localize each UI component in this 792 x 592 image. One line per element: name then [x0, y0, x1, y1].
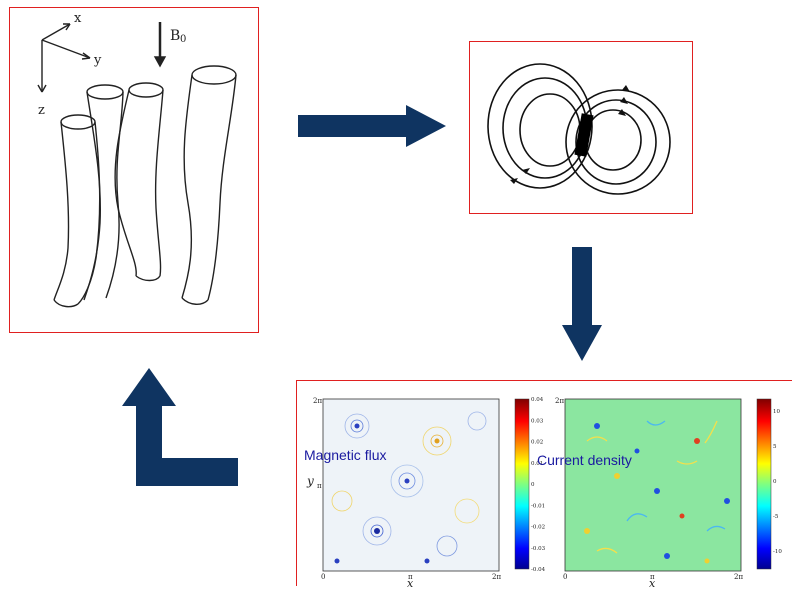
x-axis-line	[41, 23, 71, 41]
magnetic-flux-title: Magnetic flux	[304, 447, 387, 463]
flux-x-axis-label: x	[407, 577, 414, 587]
right-arrow	[298, 105, 446, 147]
colorbar-tick-label: 0.02	[531, 440, 543, 446]
colorbar-tick-label: -0.01	[531, 503, 545, 509]
current-sheet	[574, 113, 594, 157]
colorbar-tick-label: 0.03	[531, 418, 544, 424]
down-arrow	[562, 247, 602, 361]
current-x-mid-label: π	[650, 573, 655, 581]
flux-tubes-drawing: x y z B 0	[37, 11, 237, 308]
colorbar-tick-label: 0	[531, 482, 535, 488]
flux-x-mid-label: π	[408, 573, 413, 581]
colorbar-tick-label: 5	[773, 444, 777, 450]
current-density-title: Current density	[537, 452, 632, 468]
simulation-plots: 2π π y 0 π 2π x 0.04 0.03 0.02 0.01 0 -0.01 -0…	[306, 397, 782, 590]
flux-y-axis-label: y	[306, 474, 314, 488]
field-loops-panel	[469, 41, 693, 214]
y-axis-line	[41, 39, 91, 59]
b0-arrow-head	[153, 56, 167, 68]
current-x-end-label: 2π	[734, 573, 743, 581]
colorbar-tick-label: 0.04	[531, 397, 544, 403]
flux-x-start-label: 0	[321, 573, 325, 581]
current-density-plot-area	[564, 398, 742, 572]
current-x-start-label: 0	[563, 573, 567, 581]
current-density-features	[586, 420, 726, 554]
colorbar-tick-label: -0.04	[531, 567, 546, 573]
field-loops-drawing	[487, 63, 671, 195]
current-colorbar-ticks: 10 5 0 -5 -10	[773, 409, 782, 555]
y-axis-label: y	[93, 53, 102, 68]
colorbar-tick-label: 10	[773, 409, 780, 415]
flux-y-mid-label: π	[317, 482, 322, 490]
colorbar-tick-label: -10	[773, 549, 782, 555]
colorbar-tick-label: -0.03	[531, 546, 546, 552]
current-density-spots	[584, 423, 730, 564]
flux-tubes-panel: x y z B 0	[9, 7, 259, 333]
x-axis-label: x	[74, 11, 82, 26]
colorbar-tick-label: 0.01	[531, 461, 543, 467]
colorbar-tick-label: 0	[773, 479, 777, 485]
simulation-panel: 2π π y 0 π 2π x 0.04 0.03 0.02 0.01 0 -0.01 -0…	[296, 380, 792, 590]
colorbar-tick-label: -0.02	[531, 525, 545, 531]
current-colorbar	[756, 398, 772, 570]
flux-y-top-label: 2π	[313, 397, 322, 405]
current-x-axis-label: x	[649, 577, 656, 587]
z-axis-label: z	[38, 103, 45, 118]
return-arrow	[122, 368, 238, 486]
flux-colorbar	[514, 398, 530, 570]
magnetic-flux-spots	[334, 423, 440, 564]
b0-label: B	[170, 28, 180, 44]
magnetic-flux-plot-area	[322, 398, 500, 572]
magnetic-flux-contours	[331, 411, 487, 557]
colorbar-tick-label: -5	[773, 514, 779, 520]
current-y-top-label: 2π	[555, 397, 564, 405]
b0-subscript: 0	[180, 34, 186, 45]
flux-colorbar-ticks: 0.04 0.03 0.02 0.01 0 -0.01 -0.02 -0.03 -0.04	[531, 397, 546, 573]
flux-x-end-label: 2π	[492, 573, 501, 581]
